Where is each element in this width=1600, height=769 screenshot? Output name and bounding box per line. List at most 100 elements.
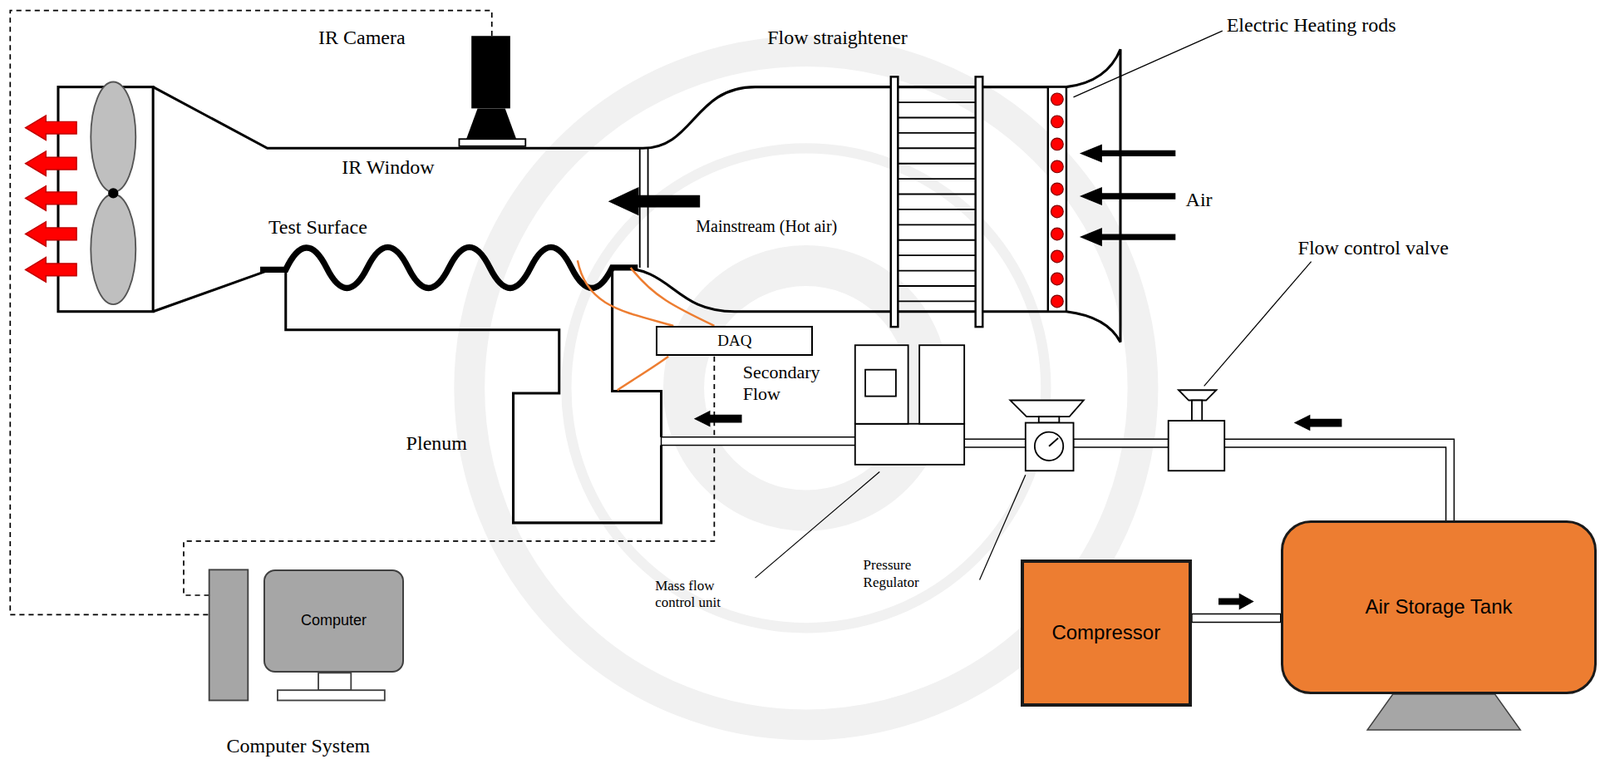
ir-camera (466, 108, 517, 139)
mass-flow-unit (855, 344, 965, 465)
part-label: IR Camera (318, 25, 406, 50)
leader-line (754, 30, 1311, 580)
thermocouple-wire (577, 260, 674, 326)
tunnel-wall (152, 270, 268, 312)
flow-straightener (897, 102, 975, 301)
flow-control-valve (1168, 389, 1226, 471)
fan-housing (90, 194, 136, 306)
part-label: Flow control valve (1298, 236, 1449, 261)
mass-flow-unit (855, 423, 965, 465)
pipe-connector (1191, 593, 1281, 623)
computer-hardware (277, 689, 385, 700)
part-label: Secondary Flow (743, 361, 825, 406)
ir-camera (471, 35, 511, 109)
heating-rods (1048, 87, 1067, 312)
air-pipe (964, 438, 1026, 448)
mass-flow-unit (919, 344, 965, 424)
air-pipe (1224, 438, 1454, 523)
pressure-regulator (1009, 400, 1084, 418)
leader-line (1073, 30, 1223, 98)
node-text: DAQ (717, 331, 752, 351)
exhaust-arrow (25, 221, 77, 247)
watermark-logo (566, 147, 1046, 628)
computer-monitor: Computer (263, 569, 404, 673)
flow-straightener (891, 76, 899, 327)
part-label: IR Window (341, 155, 434, 180)
pressure-regulator (1009, 400, 1084, 472)
part-label: Plenum (406, 431, 468, 456)
pressure-regulator (1034, 432, 1064, 461)
flow-control-valve (1178, 389, 1216, 400)
exhaust-arrow (25, 115, 77, 282)
plenum-outline (285, 270, 662, 523)
heating-rods (1051, 205, 1064, 218)
fan-housing (108, 187, 119, 198)
part-label: Air (1186, 187, 1213, 212)
air-pipe (661, 437, 856, 446)
heating-rods (1051, 272, 1064, 286)
node-text: Compressor (1051, 620, 1161, 645)
plenum-outline (285, 269, 662, 522)
heating-rods (1051, 227, 1064, 241)
flow-arrow (694, 410, 743, 428)
flow-straightener (975, 76, 984, 327)
flow-arrow (1294, 414, 1343, 432)
heating-rods (1051, 160, 1064, 173)
test-surface (260, 246, 638, 288)
daq-box: DAQ (655, 325, 813, 357)
part-label: Mainstream (Hot air) (695, 216, 837, 237)
part-label: Pressure Regulator (863, 556, 956, 591)
fan-housing (90, 81, 136, 192)
computer-hardware (318, 672, 351, 690)
ir-camera (458, 35, 526, 147)
thermocouple-wire (630, 267, 715, 326)
heating-rods (1051, 93, 1064, 106)
heating-rods (1051, 115, 1064, 128)
part-label: Flow straightener (767, 25, 908, 50)
flow-arrow (608, 187, 700, 216)
node-text: Air Storage Tank (1365, 595, 1513, 620)
flow-control-valve (1191, 400, 1202, 422)
thermocouple-wire (617, 356, 669, 391)
dashed-signal-wire (9, 10, 492, 616)
heating-rods (1051, 182, 1064, 196)
compressor-box: Compressor (1020, 559, 1192, 707)
part-label: Electric Heating rods (1226, 13, 1397, 38)
ir-camera (458, 138, 526, 147)
heating-rods (1051, 137, 1064, 151)
node-text: Computer (300, 611, 367, 631)
leader-line (754, 471, 880, 578)
heating-rods (1051, 295, 1064, 308)
tunnel-wall (617, 267, 1067, 312)
heating-rods (1051, 250, 1064, 263)
tunnel-wall (152, 49, 1121, 342)
exhaust-arrow (25, 151, 77, 176)
pressure-regulator (1048, 438, 1059, 447)
flow-arrow (1079, 187, 1176, 206)
flow-arrow (1079, 143, 1176, 163)
part-label: Mass flow control unit (654, 577, 747, 612)
mass-flow-unit (865, 369, 896, 397)
flow-arrow (1218, 593, 1255, 611)
plenum-outline (612, 269, 662, 437)
part-label: Test Surface (268, 215, 368, 240)
computer-hardware (209, 569, 249, 700)
tank-stand (1367, 694, 1521, 730)
tunnel-wall (647, 147, 650, 268)
air-pipe (1073, 438, 1169, 448)
storage-tank: Air Storage Tank (1280, 520, 1598, 695)
flow-straightener (891, 76, 983, 327)
mass-flow-unit (855, 344, 909, 424)
dashed-signal-wire (9, 10, 714, 616)
pipe-line (1191, 613, 1281, 622)
tunnel-wall (639, 147, 641, 268)
heating-rods (1051, 93, 1064, 308)
part-label: Computer System (226, 733, 371, 759)
leader-line (1204, 261, 1312, 387)
flow-arrow (1079, 227, 1176, 247)
flow-control-valve (1168, 420, 1226, 471)
exhaust-arrow (25, 257, 77, 282)
pressure-regulator (1038, 416, 1060, 423)
tank-stand (1367, 694, 1521, 730)
